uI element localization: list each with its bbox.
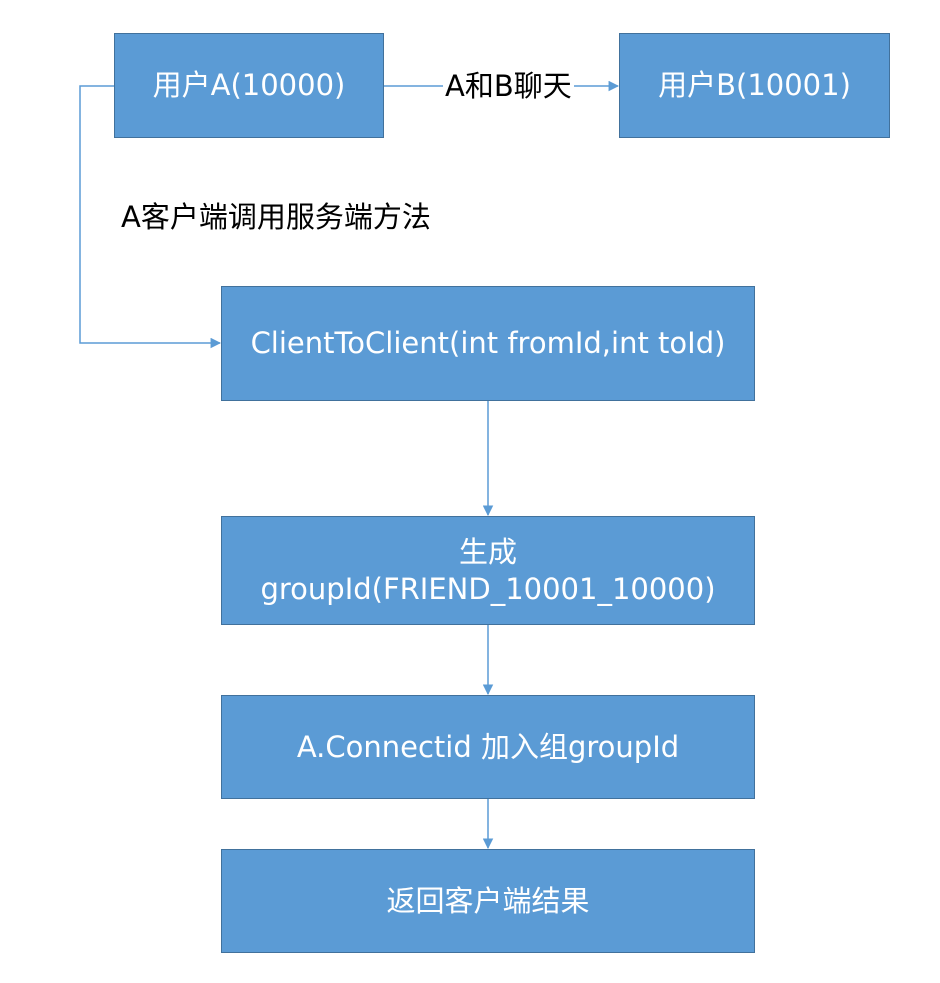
node-generate-group-id: 生成 groupId(FRIEND_10001_10000) bbox=[221, 516, 755, 625]
edge-label-a-b-chat: A和B聊天 bbox=[443, 69, 574, 103]
connector-a-to-clienttoclient bbox=[79, 85, 222, 349]
node-generate-line2: groupId(FRIEND_10001_10000) bbox=[260, 571, 716, 606]
node-return-result: 返回客户端结果 bbox=[221, 849, 755, 953]
node-join-group-label: A.Connectid 加入组groupId bbox=[296, 729, 680, 764]
node-return-result-label: 返回客户端结果 bbox=[386, 883, 590, 918]
node-client-to-client: ClientToClient(int fromId,int toId) bbox=[221, 286, 755, 401]
node-user-b: 用户B(10001) bbox=[619, 33, 890, 138]
node-join-group: A.Connectid 加入组groupId bbox=[221, 695, 755, 799]
node-client-to-client-label: ClientToClient(int fromId,int toId) bbox=[250, 326, 726, 361]
node-user-a-label: 用户A(10000) bbox=[152, 68, 346, 103]
node-user-b-label: 用户B(10001) bbox=[658, 68, 851, 103]
edge-label-client-calls-server: A客户端调用服务端方法 bbox=[121, 200, 431, 234]
node-generate-line1: 生成 bbox=[458, 535, 517, 570]
node-user-a: 用户A(10000) bbox=[114, 33, 384, 138]
